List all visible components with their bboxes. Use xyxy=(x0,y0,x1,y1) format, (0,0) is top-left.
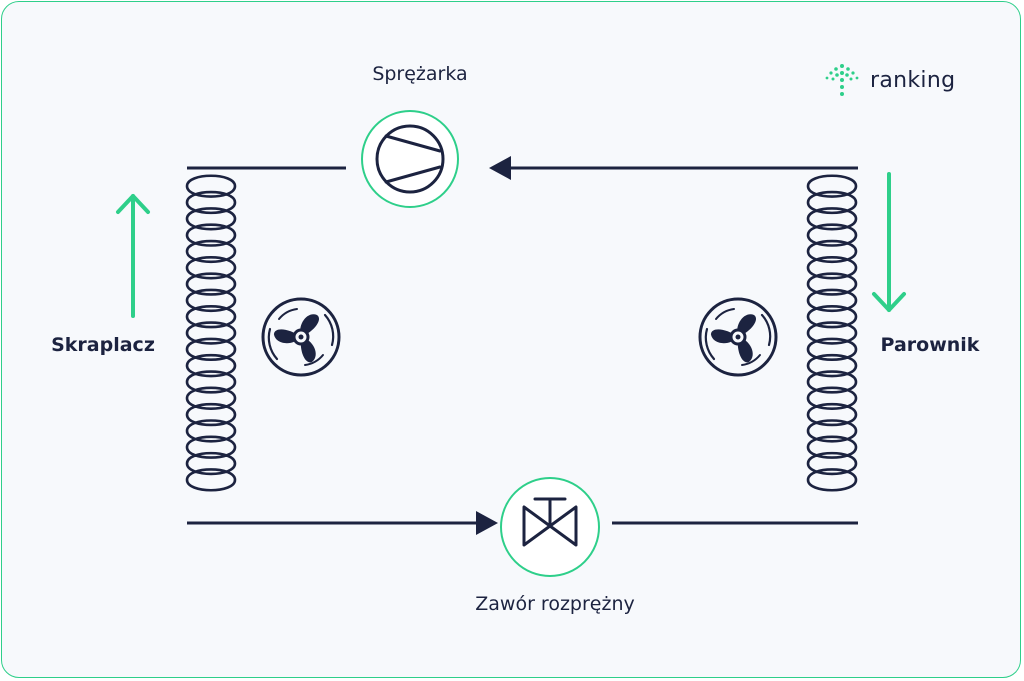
coil-winding xyxy=(806,174,858,492)
condenser-coil xyxy=(185,174,237,492)
compressor-label: Sprężarka xyxy=(372,63,468,85)
logo-mark-icon xyxy=(825,64,859,96)
condenser-label: Skraplacz xyxy=(51,334,155,356)
condenser-fan-icon xyxy=(261,297,341,377)
arrow-up-icon xyxy=(116,194,150,318)
evaporator-label: Parownik xyxy=(880,334,980,356)
evaporator-fan-icon xyxy=(698,297,778,377)
flow-arrowhead-top xyxy=(489,156,511,180)
compressor-icon xyxy=(361,110,459,208)
expansion-valve-label: Zawór rozprężny xyxy=(475,593,635,615)
coil-winding xyxy=(185,174,237,492)
evaporator-coil xyxy=(806,174,858,492)
arrow-down-icon xyxy=(872,172,906,312)
logo-text: ranking xyxy=(870,67,956,93)
ranking-logo: ranking xyxy=(822,60,955,100)
flow-arrowhead-bottom xyxy=(476,511,498,535)
expansion-valve-icon xyxy=(500,477,600,577)
